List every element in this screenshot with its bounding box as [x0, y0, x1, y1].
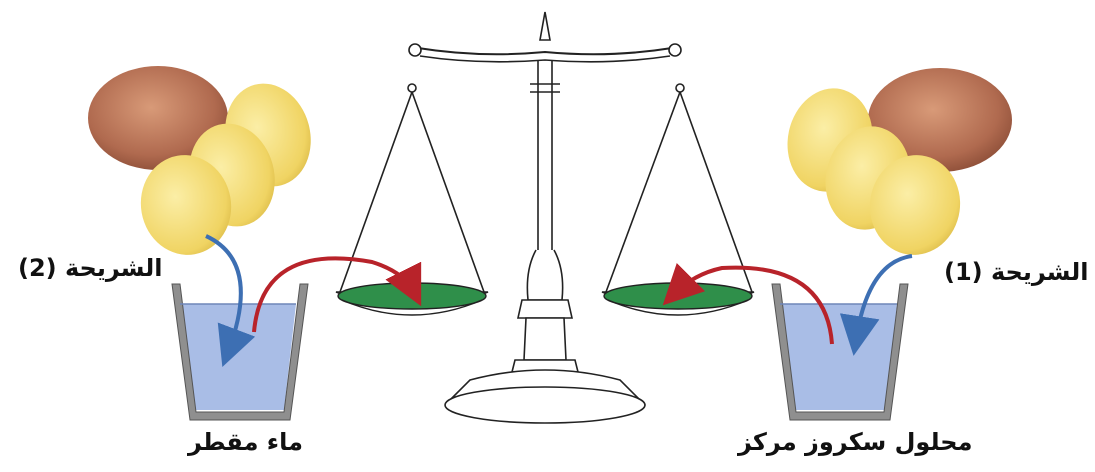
label-distilled-water: ماء مقطر — [188, 428, 303, 456]
beaker-right — [772, 284, 908, 420]
potato-right — [778, 68, 1012, 261]
balance-scale — [340, 12, 752, 423]
label-sucrose-solution: محلول سكروز مركز — [738, 428, 972, 456]
potato-left — [88, 66, 322, 262]
label-slice-1: الشريحة (1) — [944, 258, 1088, 286]
label-slice-2: الشريحة (2) — [18, 254, 162, 282]
